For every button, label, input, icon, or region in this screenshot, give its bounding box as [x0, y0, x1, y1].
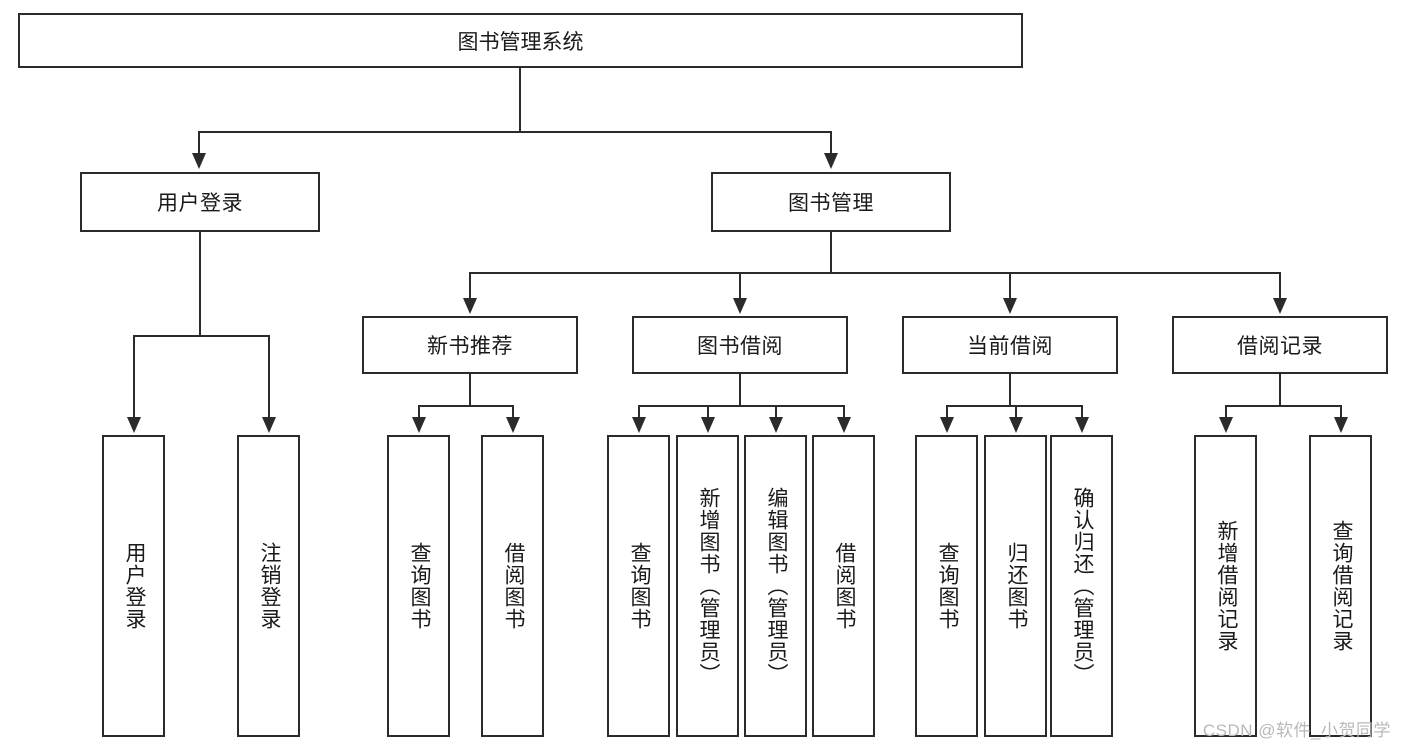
- edge-current-borrow-drop-1: [946, 405, 948, 419]
- arrow-book-borrow-leaf-2: [701, 417, 715, 433]
- leaf-label: 编辑图书（管理员）: [764, 487, 788, 685]
- node-current-borrow[interactable]: 当前借阅: [902, 316, 1118, 374]
- arrow-book-mgmt-to-borrow: [733, 298, 747, 314]
- leaf-user-login-logout[interactable]: 注销登录: [237, 435, 300, 737]
- arrow-book-mgmt-to-current: [1003, 298, 1017, 314]
- node-label: 借阅记录: [1237, 335, 1323, 358]
- arrow-new-book-leaf-1: [412, 417, 426, 433]
- edge-book-mgmt-drop-4: [1279, 272, 1281, 300]
- arrow-user-login-leaf-2: [262, 417, 276, 433]
- arrow-current-borrow-leaf-2: [1009, 417, 1023, 433]
- node-label: 用户登录: [157, 192, 243, 215]
- leaf-current-borrow-query[interactable]: 查询图书: [915, 435, 978, 737]
- edge-book-borrow-drop-4: [843, 405, 845, 419]
- edge-new-book-drop-2: [512, 405, 514, 419]
- edge-book-borrow-drop-3: [775, 405, 777, 419]
- edge-current-borrow-drop-2: [1015, 405, 1017, 419]
- arrow-borrow-record-leaf-1: [1219, 417, 1233, 433]
- leaf-label: 借阅图书: [832, 542, 856, 630]
- edge-book-borrow-drop-2: [707, 405, 709, 419]
- leaf-borrow-record-add[interactable]: 新增借阅记录: [1194, 435, 1257, 737]
- arrow-root-to-user-login: [192, 153, 206, 169]
- edge-borrow-record-drop-1: [1225, 405, 1227, 419]
- leaf-book-borrow-edit[interactable]: 编辑图书（管理员）: [744, 435, 807, 737]
- edge-book-borrow-stem: [739, 374, 741, 406]
- edge-root-to-user-login: [198, 131, 200, 155]
- edge-user-login-stem: [199, 232, 201, 336]
- edge-borrow-record-bus: [1225, 405, 1342, 407]
- arrow-book-mgmt-to-record: [1273, 298, 1287, 314]
- arrow-current-borrow-leaf-1: [940, 417, 954, 433]
- node-new-book-recommend[interactable]: 新书推荐: [362, 316, 578, 374]
- leaf-label: 注销登录: [257, 542, 281, 630]
- leaf-label: 查询借阅记录: [1329, 520, 1353, 652]
- leaf-current-borrow-return[interactable]: 归还图书: [984, 435, 1047, 737]
- edge-user-login-bus: [133, 335, 269, 337]
- arrow-new-book-leaf-2: [506, 417, 520, 433]
- leaf-label: 新增图书（管理员）: [696, 487, 720, 685]
- edge-book-mgmt-stem: [830, 232, 832, 273]
- node-label: 新书推荐: [427, 335, 513, 358]
- node-label: 当前借阅: [967, 335, 1053, 358]
- leaf-current-borrow-confirm[interactable]: 确认归还（管理员）: [1050, 435, 1113, 737]
- leaf-label: 查询图书: [627, 542, 651, 630]
- edge-root-stem: [519, 68, 521, 132]
- arrow-current-borrow-leaf-3: [1075, 417, 1089, 433]
- node-user-login[interactable]: 用户登录: [80, 172, 320, 232]
- edge-new-book-drop-1: [418, 405, 420, 419]
- node-label: 图书管理: [788, 192, 874, 215]
- leaf-label: 查询图书: [935, 542, 959, 630]
- node-book-management[interactable]: 图书管理: [711, 172, 951, 232]
- leaf-label: 查询图书: [407, 542, 431, 630]
- edge-borrow-record-drop-2: [1340, 405, 1342, 419]
- leaf-book-borrow-query[interactable]: 查询图书: [607, 435, 670, 737]
- leaf-book-borrow-borrow[interactable]: 借阅图书: [812, 435, 875, 737]
- leaf-label: 借阅图书: [501, 542, 525, 630]
- arrow-book-borrow-leaf-4: [837, 417, 851, 433]
- leaf-label: 归还图书: [1004, 542, 1028, 630]
- node-label: 图书借阅: [697, 335, 783, 358]
- edge-new-book-stem: [469, 374, 471, 406]
- edge-book-mgmt-bus: [469, 272, 1281, 274]
- edge-current-borrow-bus: [946, 405, 1082, 407]
- node-label: 图书管理系统: [457, 30, 584, 54]
- leaf-book-borrow-add[interactable]: 新增图书（管理员）: [676, 435, 739, 737]
- edge-book-borrow-drop-1: [638, 405, 640, 419]
- arrow-root-to-book-mgmt: [824, 153, 838, 169]
- arrow-user-login-leaf-1: [127, 417, 141, 433]
- leaf-user-login-login[interactable]: 用户登录: [102, 435, 165, 737]
- arrow-book-borrow-leaf-3: [769, 417, 783, 433]
- edge-current-borrow-stem: [1009, 374, 1011, 406]
- node-root-system[interactable]: 图书管理系统: [18, 13, 1023, 68]
- edge-current-borrow-drop-3: [1081, 405, 1083, 419]
- edge-root-to-book-mgmt: [830, 131, 832, 155]
- edge-new-book-bus: [418, 405, 513, 407]
- edge-book-borrow-bus: [638, 405, 845, 407]
- edge-book-mgmt-drop-1: [469, 272, 471, 300]
- edge-user-login-drop-2: [268, 335, 270, 419]
- leaf-new-book-query[interactable]: 查询图书: [387, 435, 450, 737]
- leaf-label: 新增借阅记录: [1214, 520, 1238, 652]
- node-borrow-record[interactable]: 借阅记录: [1172, 316, 1388, 374]
- arrow-book-borrow-leaf-1: [632, 417, 646, 433]
- leaf-new-book-borrow[interactable]: 借阅图书: [481, 435, 544, 737]
- arrow-book-mgmt-to-new-book: [463, 298, 477, 314]
- arrow-borrow-record-leaf-2: [1334, 417, 1348, 433]
- leaf-label: 用户登录: [122, 542, 146, 630]
- edge-user-login-drop-1: [133, 335, 135, 419]
- leaf-label: 确认归还（管理员）: [1070, 487, 1094, 685]
- leaf-borrow-record-query[interactable]: 查询借阅记录: [1309, 435, 1372, 737]
- node-book-borrow[interactable]: 图书借阅: [632, 316, 848, 374]
- edge-book-mgmt-drop-3: [1009, 272, 1011, 300]
- edge-book-mgmt-drop-2: [739, 272, 741, 300]
- edge-root-bus: [198, 131, 831, 133]
- csdn-watermark: CSDN @软件_小贺同学: [1202, 721, 1391, 740]
- edge-borrow-record-stem: [1279, 374, 1281, 406]
